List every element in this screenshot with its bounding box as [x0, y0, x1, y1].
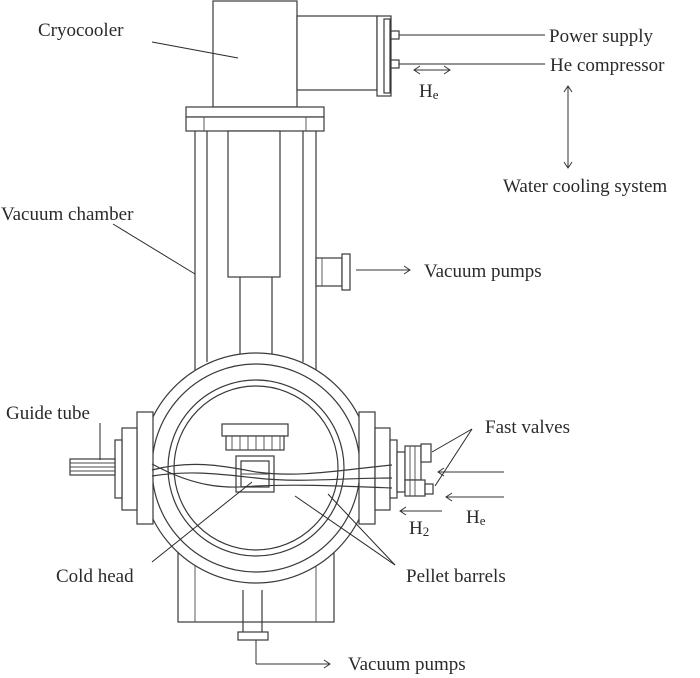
label-fast-valves: Fast valves: [485, 417, 570, 438]
pellet-barrels: [151, 463, 393, 489]
label-cold-head: Cold head: [56, 566, 134, 587]
label-water-cooling: Water cooling system: [503, 176, 667, 197]
label-power-supply: Power supply: [549, 26, 653, 47]
label-vacuum-pumps-bottom: Vacuum pumps: [348, 654, 466, 675]
top-flange: [185, 106, 325, 132]
side-vacuum-port: [315, 253, 351, 291]
label-cryocooler: Cryocooler: [38, 20, 124, 41]
label-guide-tube: Guide tube: [6, 403, 90, 424]
labels: Cryocooler Power supply He compressor He…: [1, 20, 667, 675]
flow-arrows: [255, 65, 573, 669]
label-he-flow-top: He: [419, 81, 439, 102]
label-vacuum-pumps-top: Vacuum pumps: [424, 261, 542, 282]
fast-valves: [396, 443, 434, 497]
label-vacuum-chamber: Vacuum chamber: [1, 204, 134, 225]
vacuum-chamber-column: [194, 130, 317, 424]
label-h2-flow: H2: [409, 518, 429, 539]
main-chamber: [114, 352, 398, 641]
label-pellet-barrels: Pellet barrels: [406, 566, 506, 587]
cryocooler-unit: [212, 0, 400, 108]
label-he-flow-bottom: He: [466, 507, 486, 528]
label-he-compressor: He compressor: [550, 55, 665, 76]
leader-lines: [99, 34, 545, 566]
guide-tube: [69, 458, 116, 476]
